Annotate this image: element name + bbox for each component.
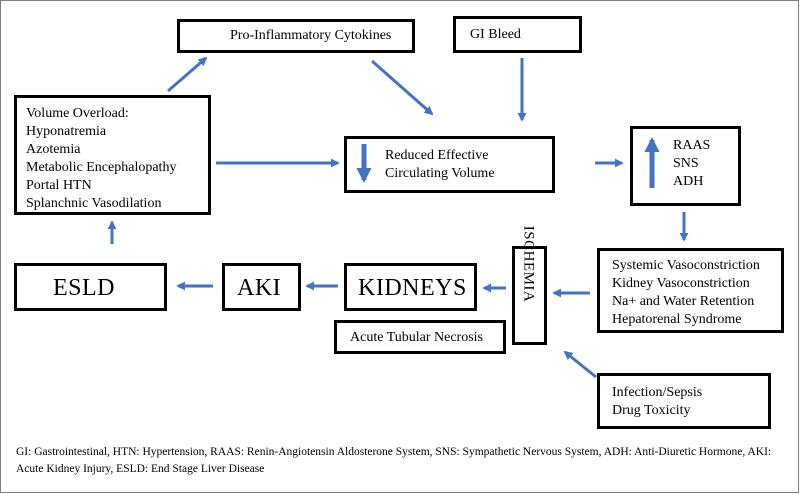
- aki-label: AKI: [237, 275, 282, 301]
- adh-label: ADH: [673, 174, 704, 189]
- infection-box: Infection/Sepsis Drug Toxicity: [597, 373, 771, 429]
- raas-label: RAAS: [673, 138, 711, 153]
- volume-overload-box: Volume Overload: Hyponatremia Azotemia M…: [14, 95, 211, 215]
- vasoconstriction-line: Systemic Vasoconstriction: [612, 258, 760, 273]
- vasoconstriction-box: Systemic Vasoconstriction Kidney Vasocon…: [597, 248, 784, 333]
- neurohormonal-text: RAAS SNS ADH: [673, 137, 710, 191]
- volume-overload-title: Volume Overload:: [26, 106, 129, 121]
- arrow-volume-to-cytokines: [167, 56, 208, 93]
- gi-bleed-label: GI Bleed: [470, 27, 521, 42]
- vasoconstriction-line: Kidney Vasoconstriction: [612, 276, 750, 291]
- atn-label: Acute Tubular Necrosis: [350, 330, 483, 345]
- volume-overload-item: Splanchnic Vasodilation: [26, 196, 162, 211]
- volume-overload-item: Azotemia: [26, 142, 81, 157]
- volume-overload-item: Metabolic Encephalopathy: [26, 160, 177, 175]
- vasoconstriction-line: Na+ and Water Retention: [612, 294, 755, 309]
- neurohormonal-box: RAAS SNS ADH: [630, 126, 741, 206]
- esld-label: ESLD: [53, 275, 115, 301]
- gi-bleed-box: GI Bleed: [453, 16, 582, 53]
- reduced-volume-line: Circulating Volume: [385, 166, 495, 181]
- reduced-volume-text: Reduced Effective Circulating Volume: [385, 147, 495, 183]
- volume-overload-item: Hyponatremia: [26, 124, 107, 139]
- reduced-volume-box: Reduced Effective Circulating Volume: [344, 136, 555, 193]
- kidneys-label: KIDNEYS: [358, 275, 467, 301]
- sns-label: SNS: [673, 156, 699, 171]
- infection-text: Infection/Sepsis Drug Toxicity: [612, 384, 702, 420]
- footnote: GI: Gastrointestinal, HTN: Hypertension,…: [16, 446, 772, 475]
- arrow-infection-to-ischemia: [563, 350, 597, 379]
- vasoconstriction-text: Systemic Vasoconstriction Kidney Vasocon…: [612, 257, 760, 329]
- infection-line: Infection/Sepsis: [612, 385, 703, 400]
- reduced-volume-line: Reduced Effective: [385, 148, 489, 163]
- infection-line: Drug Toxicity: [612, 403, 691, 418]
- volume-overload-item: Portal HTN: [26, 178, 92, 193]
- vasoconstriction-line: Hepatorenal Syndrome: [612, 312, 742, 327]
- kidneys-box: KIDNEYS: [344, 263, 477, 311]
- esld-box: ESLD: [14, 263, 167, 311]
- cytokines-box: Pro-Inflammatory Cytokines: [177, 19, 415, 53]
- ischemia-box: [512, 246, 547, 345]
- volume-overload-text: Volume Overload: Hyponatremia Azotemia M…: [26, 105, 176, 213]
- cytokines-label: Pro-Inflammatory Cytokines: [230, 28, 392, 43]
- atn-box: Acute Tubular Necrosis: [334, 320, 506, 354]
- aki-box: AKI: [222, 263, 301, 311]
- arrow-cytokines-to-reduced: [371, 59, 434, 116]
